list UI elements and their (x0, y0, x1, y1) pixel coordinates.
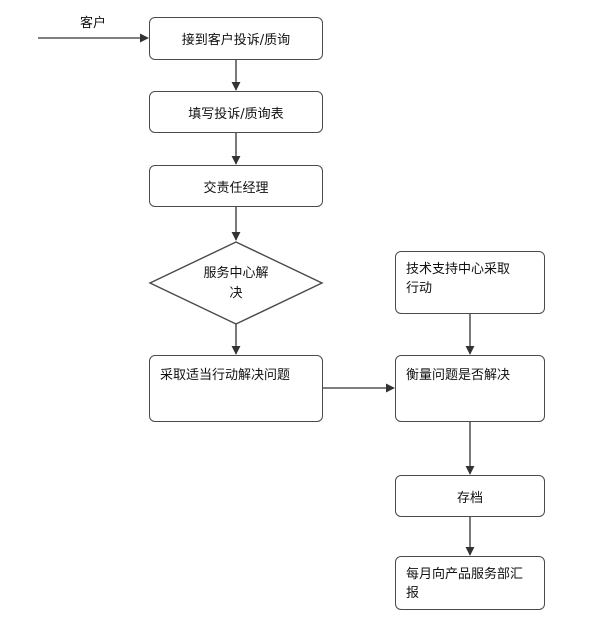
node-archive: 存档 (395, 475, 545, 517)
node-measure-resolved-label: 衡量问题是否解决 (406, 368, 511, 383)
customer-input-label: 客户 (80, 16, 107, 31)
node-fill-form-label: 填写投诉/质询表 (188, 106, 284, 122)
node-monthly-report-label: 每月向产品服务部汇报 (406, 567, 524, 601)
node-receive-complaint-label: 接到客户投诉/质询 (181, 33, 291, 48)
node-monthly-report: 每月向产品服务部汇报 (395, 556, 545, 610)
node-measure-resolved: 衡量问题是否解决 (395, 355, 545, 422)
node-fill-form: 填写投诉/质询表 (149, 91, 323, 133)
node-hand-over-manager-label: 交责任经理 (203, 180, 269, 196)
node-tech-support-label: 技术支持中心采取行动 (406, 262, 511, 296)
node-take-action: 采取适当行动解决问题 (149, 355, 323, 422)
node-take-action-label: 采取适当行动解决问题 (160, 368, 291, 383)
node-service-decision-label: 服务中心解决 (203, 266, 269, 301)
node-archive-label: 存档 (456, 490, 483, 506)
node-hand-over-manager: 交责任经理 (149, 165, 323, 207)
node-tech-support: 技术支持中心采取行动 (395, 251, 545, 314)
node-receive-complaint: 接到客户投诉/质询 (149, 17, 323, 60)
